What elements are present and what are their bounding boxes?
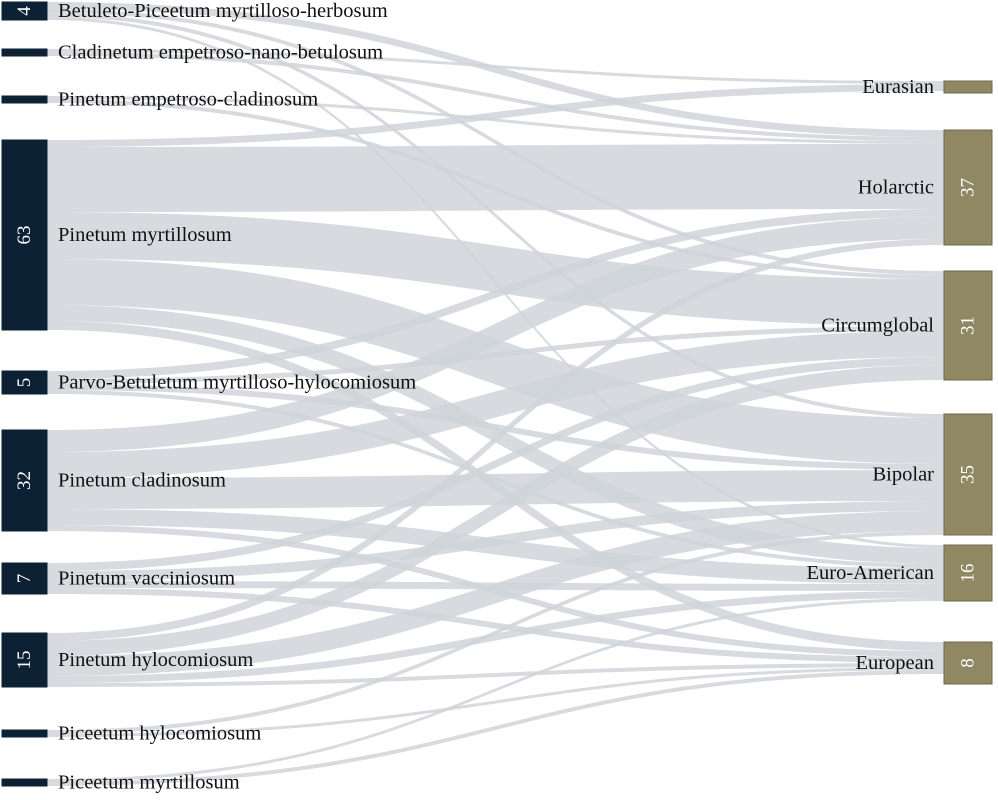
sankey-links	[47, 2, 944, 786]
source-node-value-pinetum_vacciniosum: 7	[14, 574, 35, 584]
source-node-label-piceetum_hylocomiosum: Piceetum hylocomiosum	[58, 723, 261, 745]
source-node-label-cladinetum: Cladinetum empetroso-nano-betulosum	[58, 42, 383, 64]
sankey-link	[47, 470, 944, 509]
sankey-link	[47, 531, 944, 734]
sankey-link	[47, 13, 944, 418]
sankey-link	[47, 212, 944, 326]
sankey-link	[47, 326, 944, 384]
source-node-label-pinetum_empetroso: Pinetum empetroso-cladinosum	[58, 89, 318, 111]
source-node-parvo_betuletum[interactable]	[1, 370, 48, 395]
source-node-label-piceetum_myrtillosum: Piceetum myrtillosum	[58, 772, 240, 794]
source-node-piceetum_hylocomiosum[interactable]	[1, 729, 48, 738]
sankey-link	[47, 511, 944, 676]
target-node-value-euro_american: 16	[958, 564, 979, 583]
target-node-eurasian[interactable]	[943, 80, 993, 94]
target-node-label-holarctic: Holarctic	[858, 177, 934, 199]
sankey-link	[47, 49, 944, 84]
source-node-label-pinetum_hylocomiosum: Pinetum hylocomiosum	[58, 649, 253, 671]
source-node-pinetum_cladinosum[interactable]	[1, 429, 48, 532]
target-node-value-holarctic: 37	[958, 178, 979, 197]
target-node-label-bipolar: Bipolar	[873, 464, 935, 486]
sankey-link	[47, 598, 944, 782]
target-node-label-circumglobal: Circumglobal	[821, 315, 934, 337]
sankey-link	[47, 209, 944, 379]
source-node-label-pinetum_cladinosum: Pinetum cladinosum	[58, 470, 226, 492]
target-node-european[interactable]	[943, 641, 993, 685]
source-node-betuleto_piceetum[interactable]	[1, 1, 48, 21]
source-node-pinetum_hylocomiosum[interactable]	[1, 632, 48, 688]
source-node-piceetum_myrtillosum[interactable]	[1, 778, 48, 787]
source-node-value-betuleto_piceetum: 4	[14, 6, 35, 16]
sankey-link	[47, 670, 944, 786]
source-node-label-betuleto_piceetum: Betuleto-Piceetum myrtilloso-herbosum	[58, 0, 388, 22]
sankey-link	[47, 305, 944, 564]
target-node-label-european: European	[855, 652, 934, 674]
source-node-pinetum_myrtillosum[interactable]	[1, 139, 48, 331]
target-node-value-bipolar: 35	[958, 465, 979, 484]
sankey-link	[47, 365, 944, 656]
target-node-euro_american[interactable]	[943, 544, 993, 602]
target-node-holarctic[interactable]	[943, 129, 993, 246]
target-node-bipolar[interactable]	[943, 413, 993, 536]
sankey-link	[47, 217, 944, 452]
target-node-value-circumglobal: 31	[958, 316, 979, 335]
target-node-label-euro_american: Euro-American	[807, 562, 935, 584]
target-node-value-european: 8	[958, 658, 979, 668]
sankey-link	[47, 84, 944, 147]
source-node-label-pinetum_myrtillosum: Pinetum myrtillosum	[58, 224, 232, 246]
sankey-link	[47, 591, 944, 683]
source-node-pinetum_empetroso[interactable]	[1, 95, 48, 104]
sankey-link	[47, 331, 944, 478]
target-node-label-eurasian: Eurasian	[862, 76, 934, 98]
sankey-link	[47, 588, 944, 663]
source-node-value-pinetum_cladinosum: 32	[14, 471, 35, 490]
source-node-value-pinetum_hylocomiosum: 15	[14, 651, 35, 670]
sankey-link	[47, 501, 944, 581]
source-node-label-pinetum_vacciniosum: Pinetum vacciniosum	[58, 568, 235, 590]
sankey-link	[47, 2, 944, 137]
source-node-value-parvo_betuletum: 5	[14, 378, 35, 388]
sankey-link	[47, 509, 944, 584]
source-node-cladinetum[interactable]	[1, 48, 48, 57]
source-node-pinetum_vacciniosum[interactable]	[1, 562, 48, 595]
sankey-labels: Betuleto-Piceetum myrtilloso-herbosumCla…	[58, 0, 934, 794]
sankey-link	[47, 9, 944, 275]
sankey-link	[47, 239, 944, 641]
target-node-circumglobal[interactable]	[943, 270, 993, 381]
sankey-link	[47, 52, 944, 141]
sankey-link	[47, 144, 944, 212]
sankey-nodes: 4 63 5 32 7 15 37 31 35 16 8	[1, 1, 993, 787]
sankey-link	[47, 96, 944, 144]
source-node-value-pinetum_myrtillosum: 63	[14, 226, 35, 245]
sankey-link	[47, 384, 944, 470]
source-node-label-parvo_betuletum: Parvo-Betuletum myrtilloso-hylocomiosum	[58, 372, 416, 394]
sankey-link	[47, 667, 944, 737]
sankey-link	[47, 357, 944, 571]
sankey-link	[47, 259, 944, 464]
sankey-link	[47, 663, 944, 687]
